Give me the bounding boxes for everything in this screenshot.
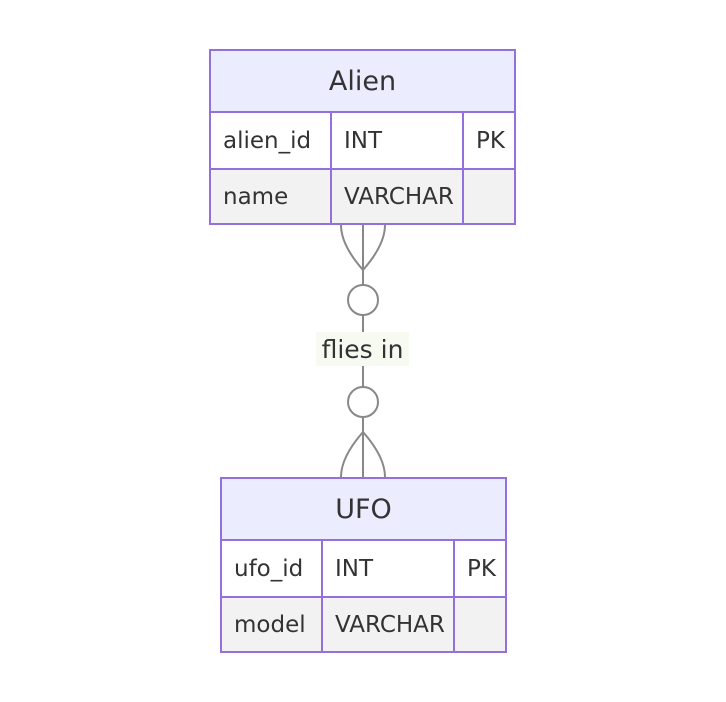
zero-circle-ufo <box>347 386 379 418</box>
attribute-name: model <box>234 611 306 638</box>
attribute-key: PK <box>462 113 514 168</box>
zero-circle-alien <box>347 284 379 316</box>
attribute-type: VARCHAR <box>321 598 453 651</box>
entity-alien[interactable]: Alien alien_id INT PK name VARCHAR <box>209 49 516 225</box>
attribute-row: ufo_id INT PK <box>222 541 505 596</box>
attribute-row: model VARCHAR <box>222 596 505 651</box>
attribute-type: INT <box>330 113 462 168</box>
crows-foot-ufo <box>340 430 386 478</box>
attribute-name: name <box>223 183 289 210</box>
attribute-name: alien_id <box>223 127 312 154</box>
attribute-key <box>453 598 505 651</box>
attribute-row: alien_id INT PK <box>211 113 514 168</box>
attribute-type: INT <box>321 541 453 596</box>
entity-ufo[interactable]: UFO ufo_id INT PK model VARCHAR <box>220 477 507 653</box>
relationship-label: flies in <box>316 332 409 366</box>
attribute-name: ufo_id <box>234 555 304 582</box>
attribute-key <box>462 170 514 223</box>
attribute-row: name VARCHAR <box>211 168 514 223</box>
crows-foot-alien <box>340 224 386 272</box>
entity-title: UFO <box>222 479 505 541</box>
attribute-type: VARCHAR <box>330 170 462 223</box>
entity-title: Alien <box>211 51 514 113</box>
attribute-key: PK <box>453 541 505 596</box>
